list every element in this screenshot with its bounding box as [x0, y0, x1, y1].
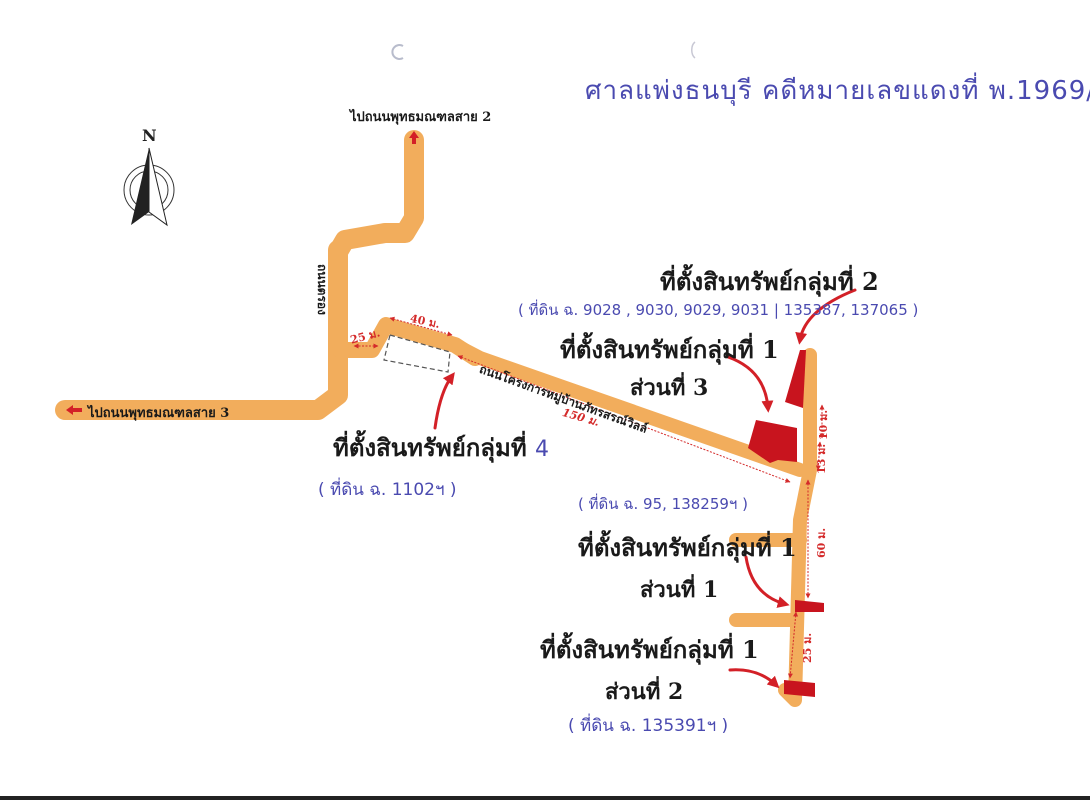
group2-title: ที่ตั้งสินทรัพย์กลุ่มที่ 2 [660, 267, 879, 296]
group2-deeds: ( ที่ดิน ฉ. 9028 , 9030, 9029, 9031 | 13… [518, 301, 919, 319]
group1-part3-title: ที่ตั้งสินทรัพย์กลุ่มที่ 1 [560, 335, 779, 364]
group4-title: ที่ตั้งสินทรัพย์กลุ่มที่ 4 [333, 428, 549, 467]
punch-holes [391, 41, 696, 60]
group1-part2-part: ส่วนที่ 2 [605, 679, 684, 705]
group4-deeds: ( ที่ดิน ฉ. 1102ฯ ) [318, 480, 457, 500]
arrow-to-group1-part1 [744, 555, 790, 608]
north-label: N [142, 126, 157, 145]
road-label-to-phutthamonthon-2: ไปถนนพุทธมณฑลสาย 2 [350, 110, 492, 125]
dim-13m: 13 ม. [815, 443, 828, 474]
road-east-vertical [778, 348, 817, 707]
parcel-group1-part2 [784, 680, 815, 697]
dim-60m: 60 ม. [815, 527, 828, 558]
group1-part1-deeds: ( ที่ดิน ฉ. 95, 138259ฯ ) [578, 495, 748, 513]
arrow-to-group1-part3 [726, 355, 774, 413]
arrow-to-group2 [795, 288, 857, 345]
arrow-up-icon [409, 131, 419, 144]
parcel-group2 [785, 350, 806, 408]
dimension-lines [353, 316, 825, 679]
pointer-arrows [433, 288, 857, 689]
group1-part3-part: ส่วนที่ 3 [630, 375, 709, 401]
arrow-to-group1-part2 [728, 668, 780, 689]
arrow-left-icon [66, 405, 82, 415]
page-bottom-edge [0, 796, 1090, 800]
road-label-tongrong: ถนนตรอง [315, 264, 329, 315]
group1-part2-title: ที่ตั้งสินทรัพย์กลุ่มที่ 1 [540, 635, 759, 664]
parcel-group4-outline [383, 334, 451, 373]
road-to-phutthamonthon-2 [328, 130, 424, 280]
parcel-group1-part1 [795, 600, 824, 612]
group1-part1-part: ส่วนที่ 1 [640, 577, 719, 603]
group1-part2-deeds: ( ที่ดิน ฉ. 135391ฯ ) [568, 716, 729, 736]
dim-10m: 10 ม. [817, 409, 830, 440]
group4-number: 4 [535, 437, 550, 462]
case-title: ศาลแพ่งธนบุรี คดีหมายเลขแดงที่ พ.1969/61 [585, 76, 1090, 106]
north-arrow-icon [123, 147, 175, 227]
direction-arrows [66, 131, 419, 415]
road-label-to-phutthamonthon-3: ไปถนนพุทธมณฑลสาย 3 [88, 406, 230, 421]
group1-part1-title: ที่ตั้งสินทรัพย์กลุ่มที่ 1 [578, 533, 797, 562]
group4-title-text: ที่ตั้งสินทรัพย์กลุ่มที่ [333, 433, 527, 462]
dim-25m-south: 25 ม. [801, 632, 814, 663]
arrow-to-group4 [433, 372, 455, 430]
road-tongrong [55, 240, 348, 420]
